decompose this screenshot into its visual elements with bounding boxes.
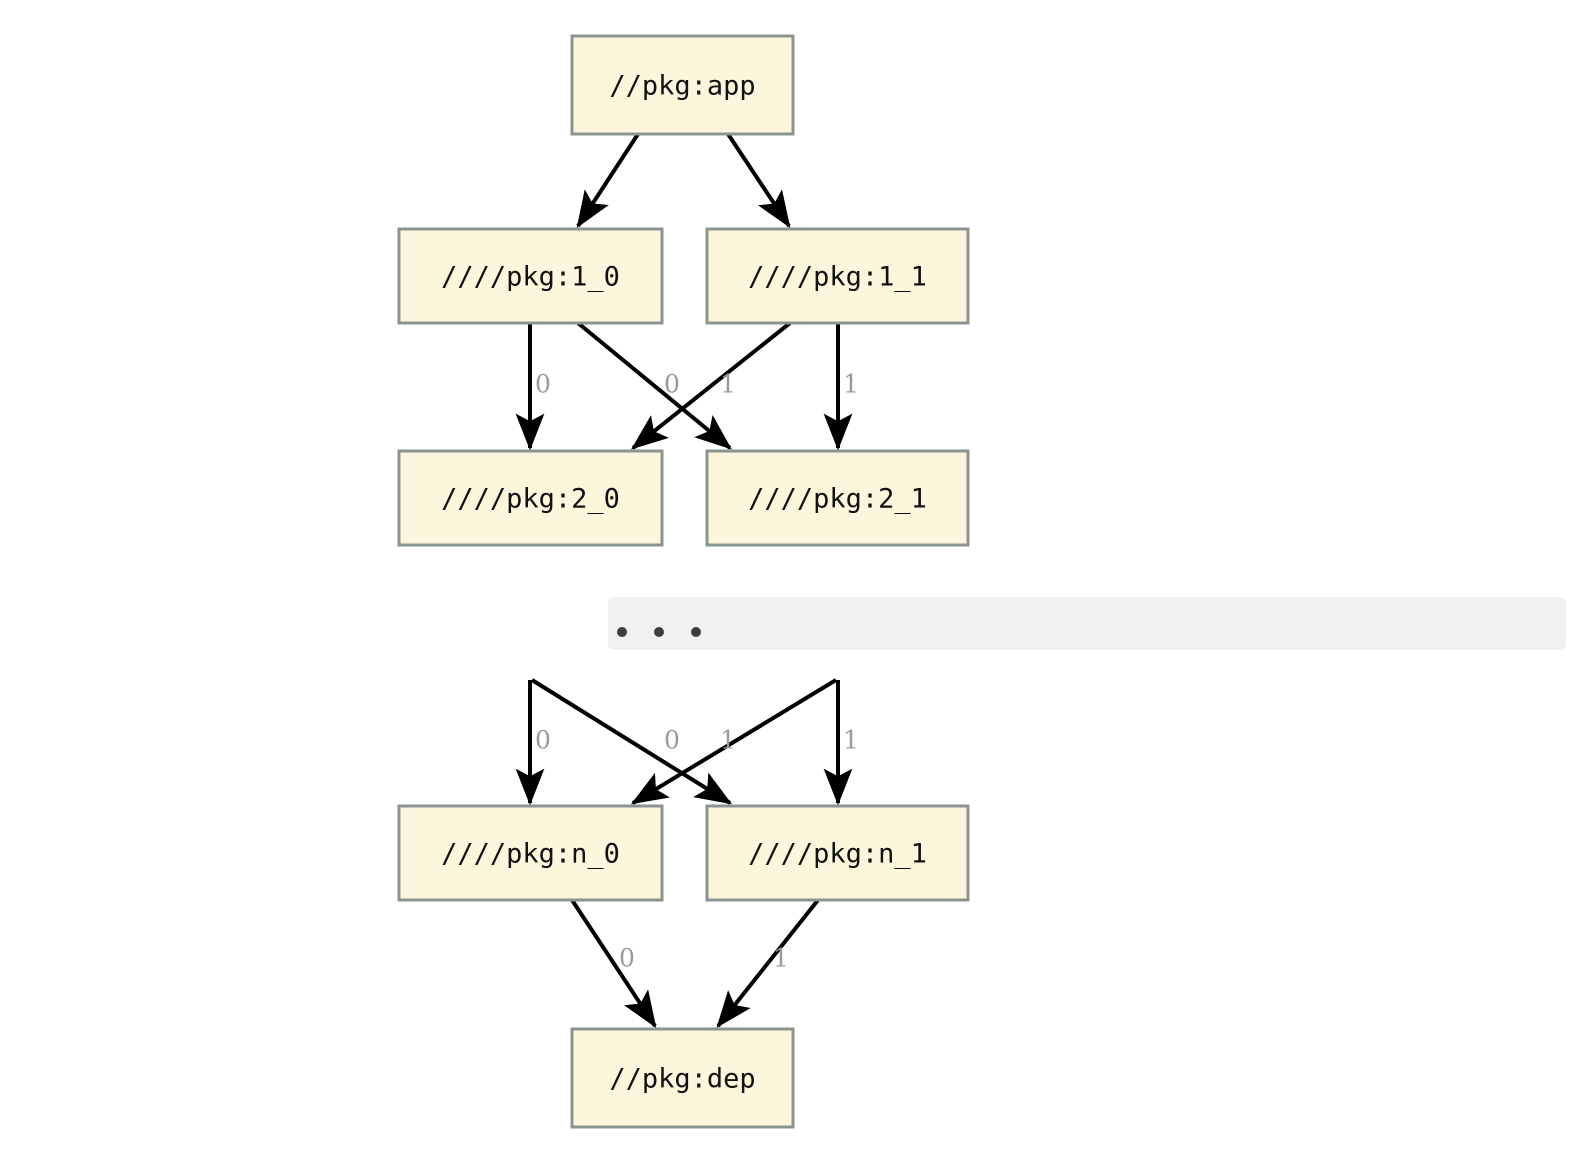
node-box-l1_1[interactable] [705, 227, 970, 325]
edge-e-1_0-2_1 [576, 321, 732, 450]
edge-label-e-1_1-2_1: 1 [843, 370, 859, 399]
edge-label-e-1_0-2_0: 0 [535, 370, 551, 399]
node-box-l2_0[interactable] [397, 449, 664, 547]
node-label-app: //pkg:app [609, 71, 755, 102]
node-dep[interactable]: //pkg:dep [570, 1027, 795, 1129]
node-box-app[interactable] [570, 34, 795, 136]
edge-e-dangle-n_0b [630, 678, 838, 805]
nodes-layer: //pkg:app ////pkg:1_0 ////pkg:1_1 ////pkg:2… [397, 34, 970, 1129]
edge-label-e-dangle-n_1: 0 [664, 726, 680, 755]
edge-e-1_1-2_0 [631, 321, 792, 450]
edge-e-dangle-n_1 [530, 678, 733, 805]
edge-e-app-1_0 [576, 132, 640, 229]
edge-labels-layer: 0 0 1 1 0 0 1 1 0 1 [535, 370, 859, 973]
node-ln_1[interactable]: ////pkg:n_1 [705, 804, 970, 902]
node-l2_1[interactable]: ////pkg:2_1 [705, 449, 970, 547]
edge-e-n_0-dep [570, 898, 657, 1029]
node-box-ln_1[interactable] [705, 804, 970, 902]
ellipsis-dot-0 [617, 627, 627, 637]
edge-label-e-1_1-2_0: 1 [720, 370, 736, 399]
edge-label-e-n_0-dep: 0 [619, 944, 635, 973]
node-label-l1_0: ////pkg:1_0 [441, 262, 620, 293]
node-box-l1_0[interactable] [397, 227, 664, 325]
node-label-dep: //pkg:dep [609, 1064, 755, 1095]
edge-label-e-dangle-n_0: 0 [535, 726, 551, 755]
edge-label-e-n_1-dep: 1 [773, 944, 789, 973]
ellipsis-dot-1 [654, 627, 664, 637]
edge-label-e-dangle-n_0b: 1 [720, 726, 736, 755]
ellipsis-dot-2 [691, 627, 701, 637]
node-label-l2_0: ////pkg:2_0 [441, 484, 620, 515]
node-l1_1[interactable]: ////pkg:1_1 [705, 227, 970, 325]
node-l2_0[interactable]: ////pkg:2_0 [397, 449, 664, 547]
ellipsis-separator [608, 597, 1566, 650]
ellipsis-band [608, 597, 1566, 650]
edge-label-e-dangle-n_1b: 1 [843, 726, 859, 755]
edge-e-n_1-dep [716, 898, 820, 1028]
node-ln_0[interactable]: ////pkg:n_0 [397, 804, 664, 902]
node-label-l2_1: ////pkg:2_1 [748, 484, 927, 515]
node-box-l2_1[interactable] [705, 449, 970, 547]
node-box-ln_0[interactable] [397, 804, 664, 902]
node-l1_0[interactable]: ////pkg:1_0 [397, 227, 664, 325]
node-app[interactable]: //pkg:app [570, 34, 795, 136]
edge-e-app-1_1 [726, 132, 791, 229]
node-label-ln_1: ////pkg:n_1 [748, 839, 927, 870]
edges-layer [515, 132, 853, 1029]
edge-label-e-1_0-2_1: 0 [664, 370, 680, 399]
node-label-l1_1: ////pkg:1_1 [748, 262, 927, 293]
node-label-ln_0: ////pkg:n_0 [441, 839, 620, 870]
node-box-dep[interactable] [570, 1027, 795, 1129]
